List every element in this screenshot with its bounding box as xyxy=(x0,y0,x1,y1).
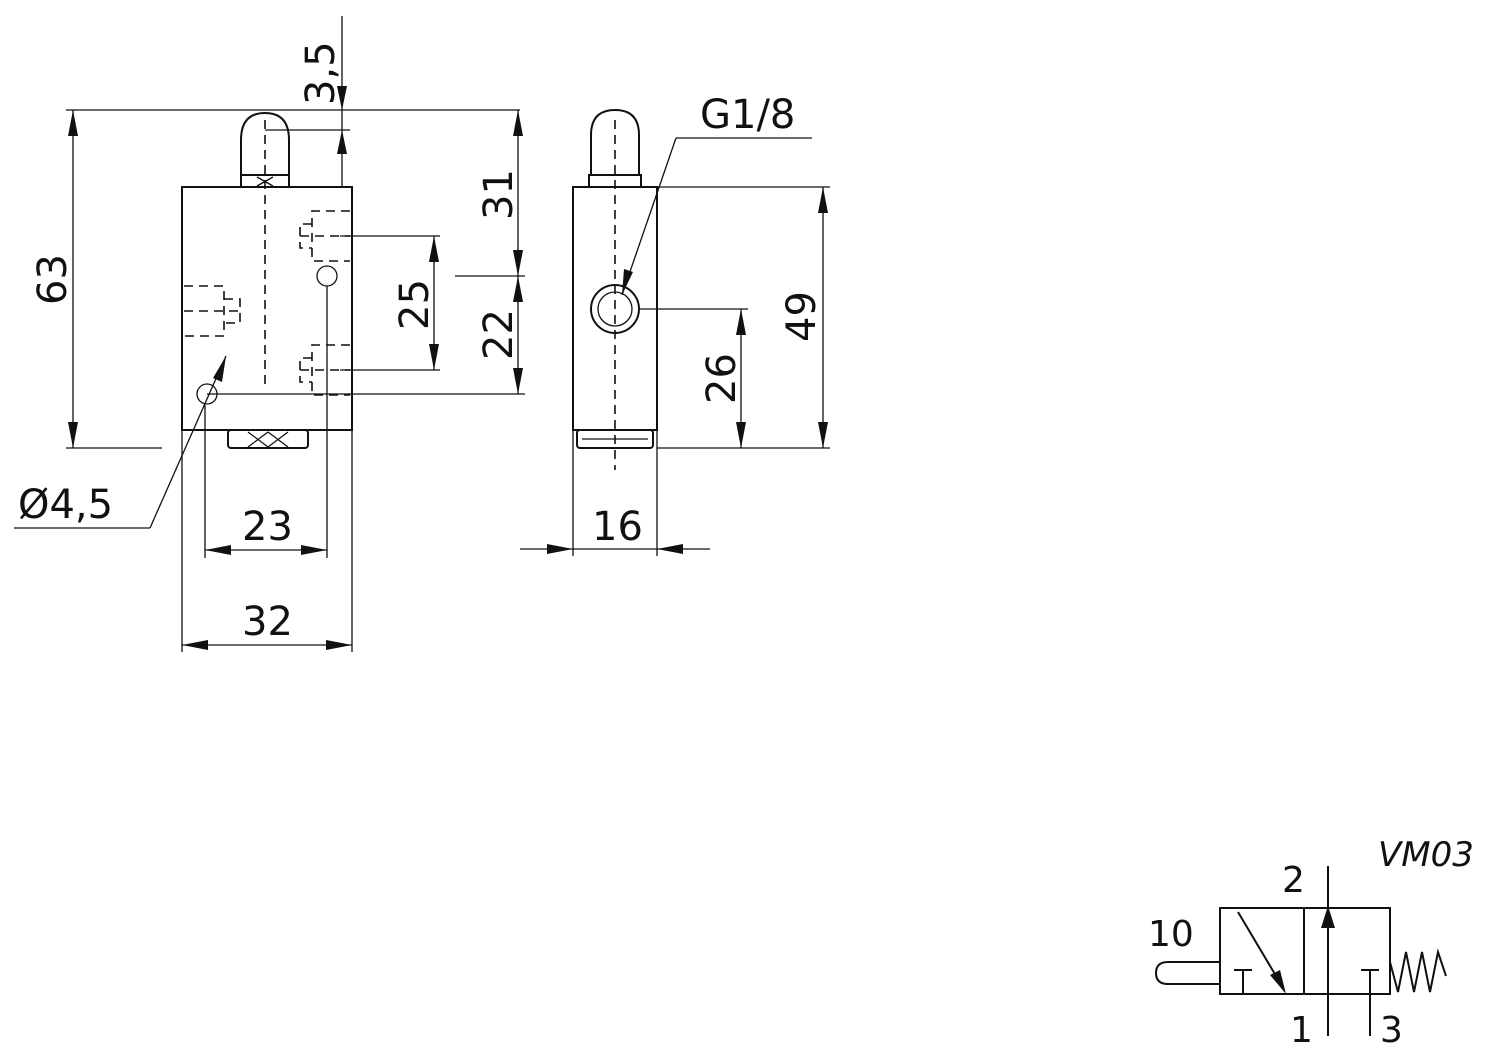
dim-top-to-port: 31 xyxy=(455,110,525,277)
dim-body-height: 49 xyxy=(657,186,830,449)
side-port-inner xyxy=(597,291,633,327)
dim-width-label: 32 xyxy=(242,599,293,645)
dim-stroke: 3,5 xyxy=(265,16,350,187)
dim-total-height-label: 63 xyxy=(30,254,76,305)
dim-total-height: 63 xyxy=(30,109,520,449)
valve-envelope-right xyxy=(1303,907,1391,995)
dim-port-height: 26 xyxy=(639,308,748,448)
port-inlet-label: 1 xyxy=(1290,1010,1313,1051)
side-view: G1/8 49 26 16 xyxy=(520,92,830,556)
side-plunger xyxy=(590,108,640,175)
dim-thread-label: G1/8 xyxy=(700,92,795,138)
dim-thickness-label: 16 xyxy=(592,504,643,550)
dim-port-to-bottom: 22 xyxy=(207,276,525,395)
dim-hole-diameter-label: Ø4,5 xyxy=(18,482,113,528)
dim-port-spacing-label: 25 xyxy=(392,279,438,330)
dim-top-to-port-label: 31 xyxy=(476,169,522,220)
dim-thread: G1/8 xyxy=(621,92,812,296)
front-bottom-nut xyxy=(227,429,309,449)
port-exhaust-label: 3 xyxy=(1380,1010,1403,1051)
dim-port-offset: 23 xyxy=(204,286,328,558)
side-bottom-nut xyxy=(576,429,654,449)
port-outlet-label: 2 xyxy=(1282,860,1305,901)
dim-port-to-bottom-label: 22 xyxy=(476,309,522,360)
dim-hole-diameter: Ø4,5 xyxy=(14,355,227,529)
front-view: 3,5 63 31 25 xyxy=(14,16,525,652)
valve-symbol: VM03 2 10 1 3 xyxy=(1148,835,1474,1051)
dim-width: 32 xyxy=(181,430,353,652)
hidden-port-top xyxy=(299,210,350,262)
dim-body-height-label: 49 xyxy=(779,291,825,342)
dim-stroke-label: 3,5 xyxy=(298,41,344,105)
return-spring xyxy=(1389,948,1447,993)
hidden-port-left xyxy=(184,285,244,337)
mounting-hole-upper xyxy=(316,265,338,287)
dim-port-spacing: 25 xyxy=(340,235,440,371)
hidden-port-bottom xyxy=(299,344,350,396)
dim-port-height-label: 26 xyxy=(699,353,745,404)
plunger-actuator xyxy=(1154,961,1220,985)
valve-model-label: VM03 xyxy=(1378,835,1474,875)
dim-thickness: 16 xyxy=(520,430,710,556)
dim-port-offset-label: 23 xyxy=(242,504,293,550)
port-pilot-label: 10 xyxy=(1148,914,1194,955)
